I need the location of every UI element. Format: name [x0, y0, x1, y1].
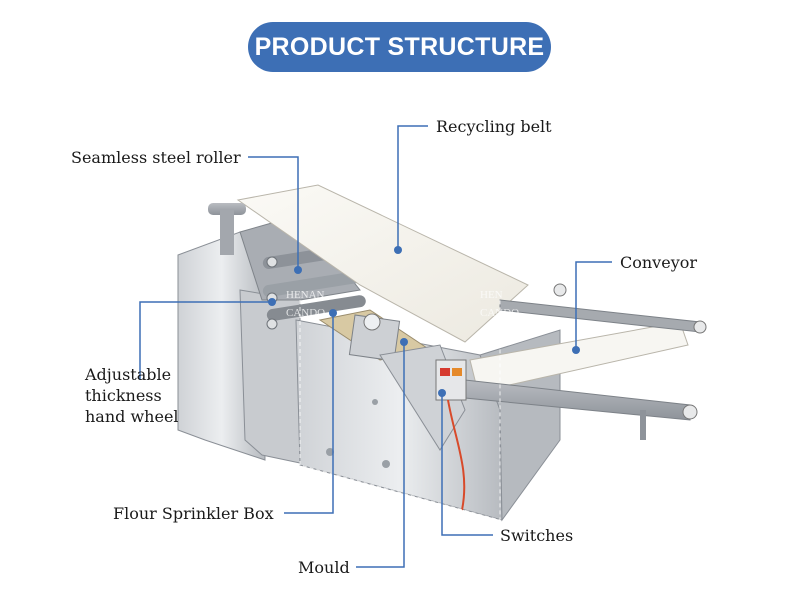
- leader-mould: [356, 342, 405, 568]
- watermark-hen: HEN: [480, 289, 503, 301]
- watermark-henan: HENAN: [286, 289, 325, 301]
- dot-mould: [400, 338, 408, 346]
- leader-recycling-belt: [397, 125, 428, 250]
- label-switches: Switches: [500, 526, 574, 545]
- switch-cable: [447, 399, 466, 511]
- dot-hand-wheel: [268, 298, 276, 306]
- label-seamless-steel-roller: Seamless steel roller: [71, 148, 241, 167]
- leader-steel-roller: [248, 156, 299, 270]
- label-mould: Mould: [298, 558, 350, 577]
- dot-steel-roller: [294, 266, 302, 274]
- conveyor-leg: [640, 410, 646, 440]
- dot-conveyor: [572, 346, 580, 354]
- title-banner: PRODUCT STRUCTURE: [248, 22, 551, 72]
- dot-switches: [438, 389, 446, 397]
- dot-flour-box: [329, 309, 337, 317]
- label-adjustable-line1: Adjustable: [85, 365, 172, 384]
- leader-conveyor: [575, 261, 612, 350]
- watermark-cando: CANDO: [286, 307, 325, 319]
- leader-switches: [441, 393, 493, 536]
- dot-recycling-belt: [394, 246, 402, 254]
- watermark-cando-2: CANDO: [480, 307, 519, 319]
- recycling-belt-surface: [236, 184, 529, 343]
- leader-flour-box: [284, 313, 334, 514]
- label-adjustable-line2: thickness: [85, 386, 162, 405]
- leader-hand-wheel: [139, 301, 272, 380]
- label-adjustable-line3: hand wheel: [85, 407, 179, 426]
- switch-box: [435, 359, 467, 401]
- highlight-outline: [299, 300, 501, 521]
- label-conveyor: Conveyor: [620, 253, 698, 272]
- belt-support-left: [220, 210, 234, 255]
- label-flour-sprinkler-box: Flour Sprinkler Box: [113, 504, 274, 523]
- conveyor-rail-back: [499, 299, 701, 333]
- conveyor-surface: [469, 321, 689, 393]
- label-recycling-belt: Recycling belt: [436, 117, 552, 136]
- page-title: PRODUCT STRUCTURE: [254, 32, 545, 61]
- belt-top-bar: [208, 203, 246, 215]
